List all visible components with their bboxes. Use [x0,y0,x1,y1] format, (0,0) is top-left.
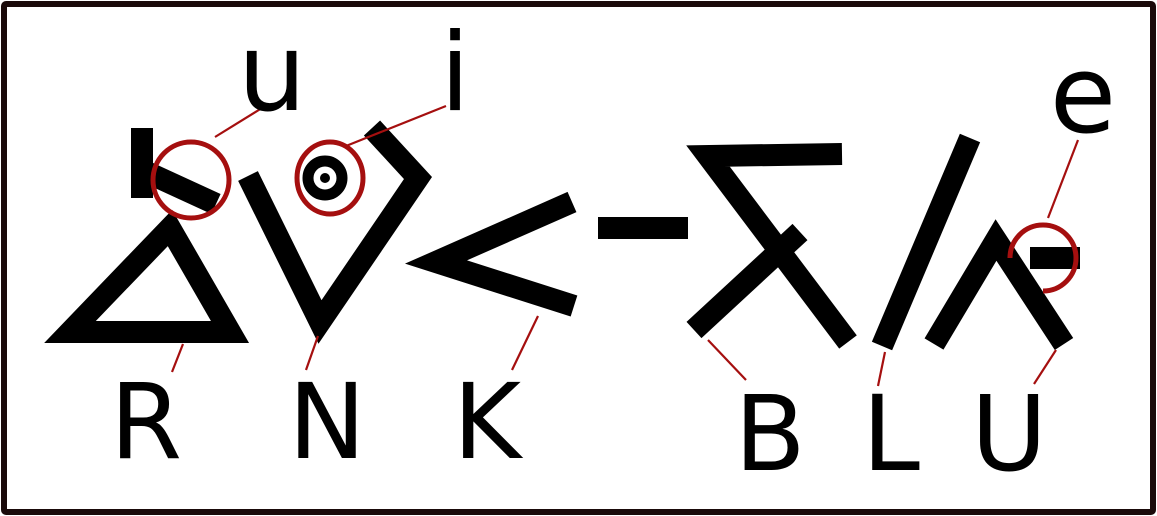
label-e: e [1050,33,1116,158]
label-N: N [288,361,366,483]
label-U: U [971,373,1047,495]
label-i: i [440,11,470,136]
v-ring-glyph-icon [238,120,433,344]
label-K: K [453,361,524,483]
crossed-bracket-glyph-icon [686,143,857,349]
hook-marker-circle [150,139,232,221]
leader-lines [170,104,1080,387]
slash-glyph-icon [871,133,981,351]
caret-bar-glyph-icon [924,219,1080,351]
label-L: L [862,373,920,495]
label-R: R [110,361,182,483]
label-B: B [734,373,805,495]
label-u: u [238,11,306,136]
angle-bracket-glyph-icon [404,191,578,317]
ring-marker-circle [294,139,366,217]
bar-marker-circle [1007,222,1079,294]
